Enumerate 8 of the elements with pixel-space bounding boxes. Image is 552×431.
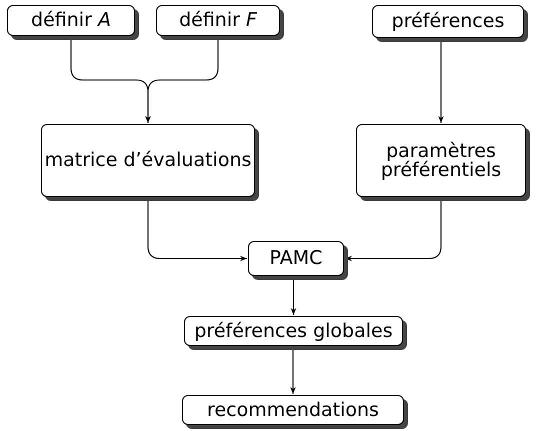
box-label: définir A xyxy=(31,11,111,30)
box-label: PAMC xyxy=(270,249,322,268)
box-label: préférences xyxy=(392,12,504,31)
box-label: définir F xyxy=(179,11,257,30)
box-label: matrice d’évaluations xyxy=(44,151,252,170)
box-label: recommendations xyxy=(207,400,379,420)
box-label: préférences globales xyxy=(194,322,393,340)
box-label: paramètres préférentiels xyxy=(380,142,502,180)
